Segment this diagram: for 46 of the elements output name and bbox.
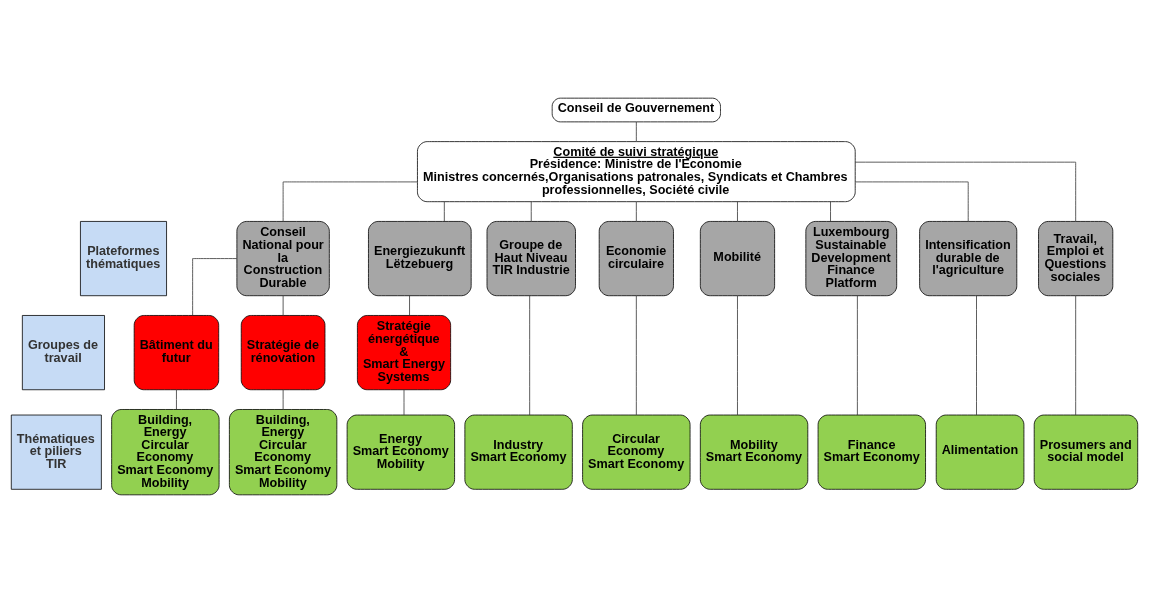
node-box: Comité de suivi stratégique Présidence: Ministre de l'Economie Ministres concernés,Organisations patronales, Syndicats et Chambres professionnelles, Société civile [417, 140, 856, 202]
node-box: Finance Smart Economy [817, 414, 926, 490]
connector [282, 294, 284, 316]
node-box: Mobilité [699, 220, 775, 296]
connector [737, 295, 738, 415]
node-box: Conseil National pour la Construction Durable [236, 220, 330, 296]
node-box: Conseil de Gouvernement [551, 97, 721, 122]
node-box: Groupe de Haut Niveau TIR Industrie [486, 220, 576, 296]
node-box: Industry Smart Economy [464, 414, 573, 490]
connector [176, 389, 177, 410]
connector [635, 200, 637, 222]
connector [857, 295, 858, 415]
node-box: Groupes de travail [21, 314, 105, 390]
node-box: Plateformes thématiques [80, 220, 167, 296]
node-box: Stratégie énergétique & Smart Energy Systems [357, 314, 452, 390]
connector [443, 200, 445, 222]
connector [530, 200, 532, 222]
node-box: Energiezukunft Lëtzebuerg [368, 220, 472, 296]
connector [529, 295, 531, 415]
node-box: Energy Smart Economy Mobility [346, 414, 455, 490]
connector [409, 294, 410, 316]
node-box: Intensification durable de l'agriculture [919, 220, 1018, 296]
connector [830, 200, 831, 222]
connector [635, 295, 637, 415]
connector [192, 257, 238, 316]
connector [282, 389, 284, 410]
connector [854, 161, 1077, 222]
node-box: Circular Economy Smart Economy [582, 414, 691, 490]
node-box: Stratégie de rénovation [240, 314, 326, 390]
node-box: Building, Energy Circular Economy Smart Economy Mobility [229, 408, 338, 495]
node-box: Travail, Emploi et Questions sociales [1038, 220, 1114, 296]
connector [635, 121, 637, 142]
connector [855, 181, 969, 222]
node-box: Prosumers and social model [1033, 414, 1139, 490]
node-box: Alimentation [935, 414, 1025, 490]
node-box: Mobility Smart Economy [699, 414, 809, 490]
connector [976, 295, 977, 415]
connector [1075, 295, 1077, 415]
connector [282, 181, 418, 222]
connector [403, 389, 405, 415]
node-box: Thématiques et piliers TIR [10, 414, 102, 490]
node-box: Bâtiment du futur [133, 314, 220, 390]
node-box: Building, Energy Circular Economy Smart Economy Mobility [111, 408, 220, 495]
node-box: Economie circulaire [598, 220, 674, 296]
connector [737, 200, 738, 222]
node-box: Luxembourg Sustainable Development Finance Platform [805, 220, 898, 296]
